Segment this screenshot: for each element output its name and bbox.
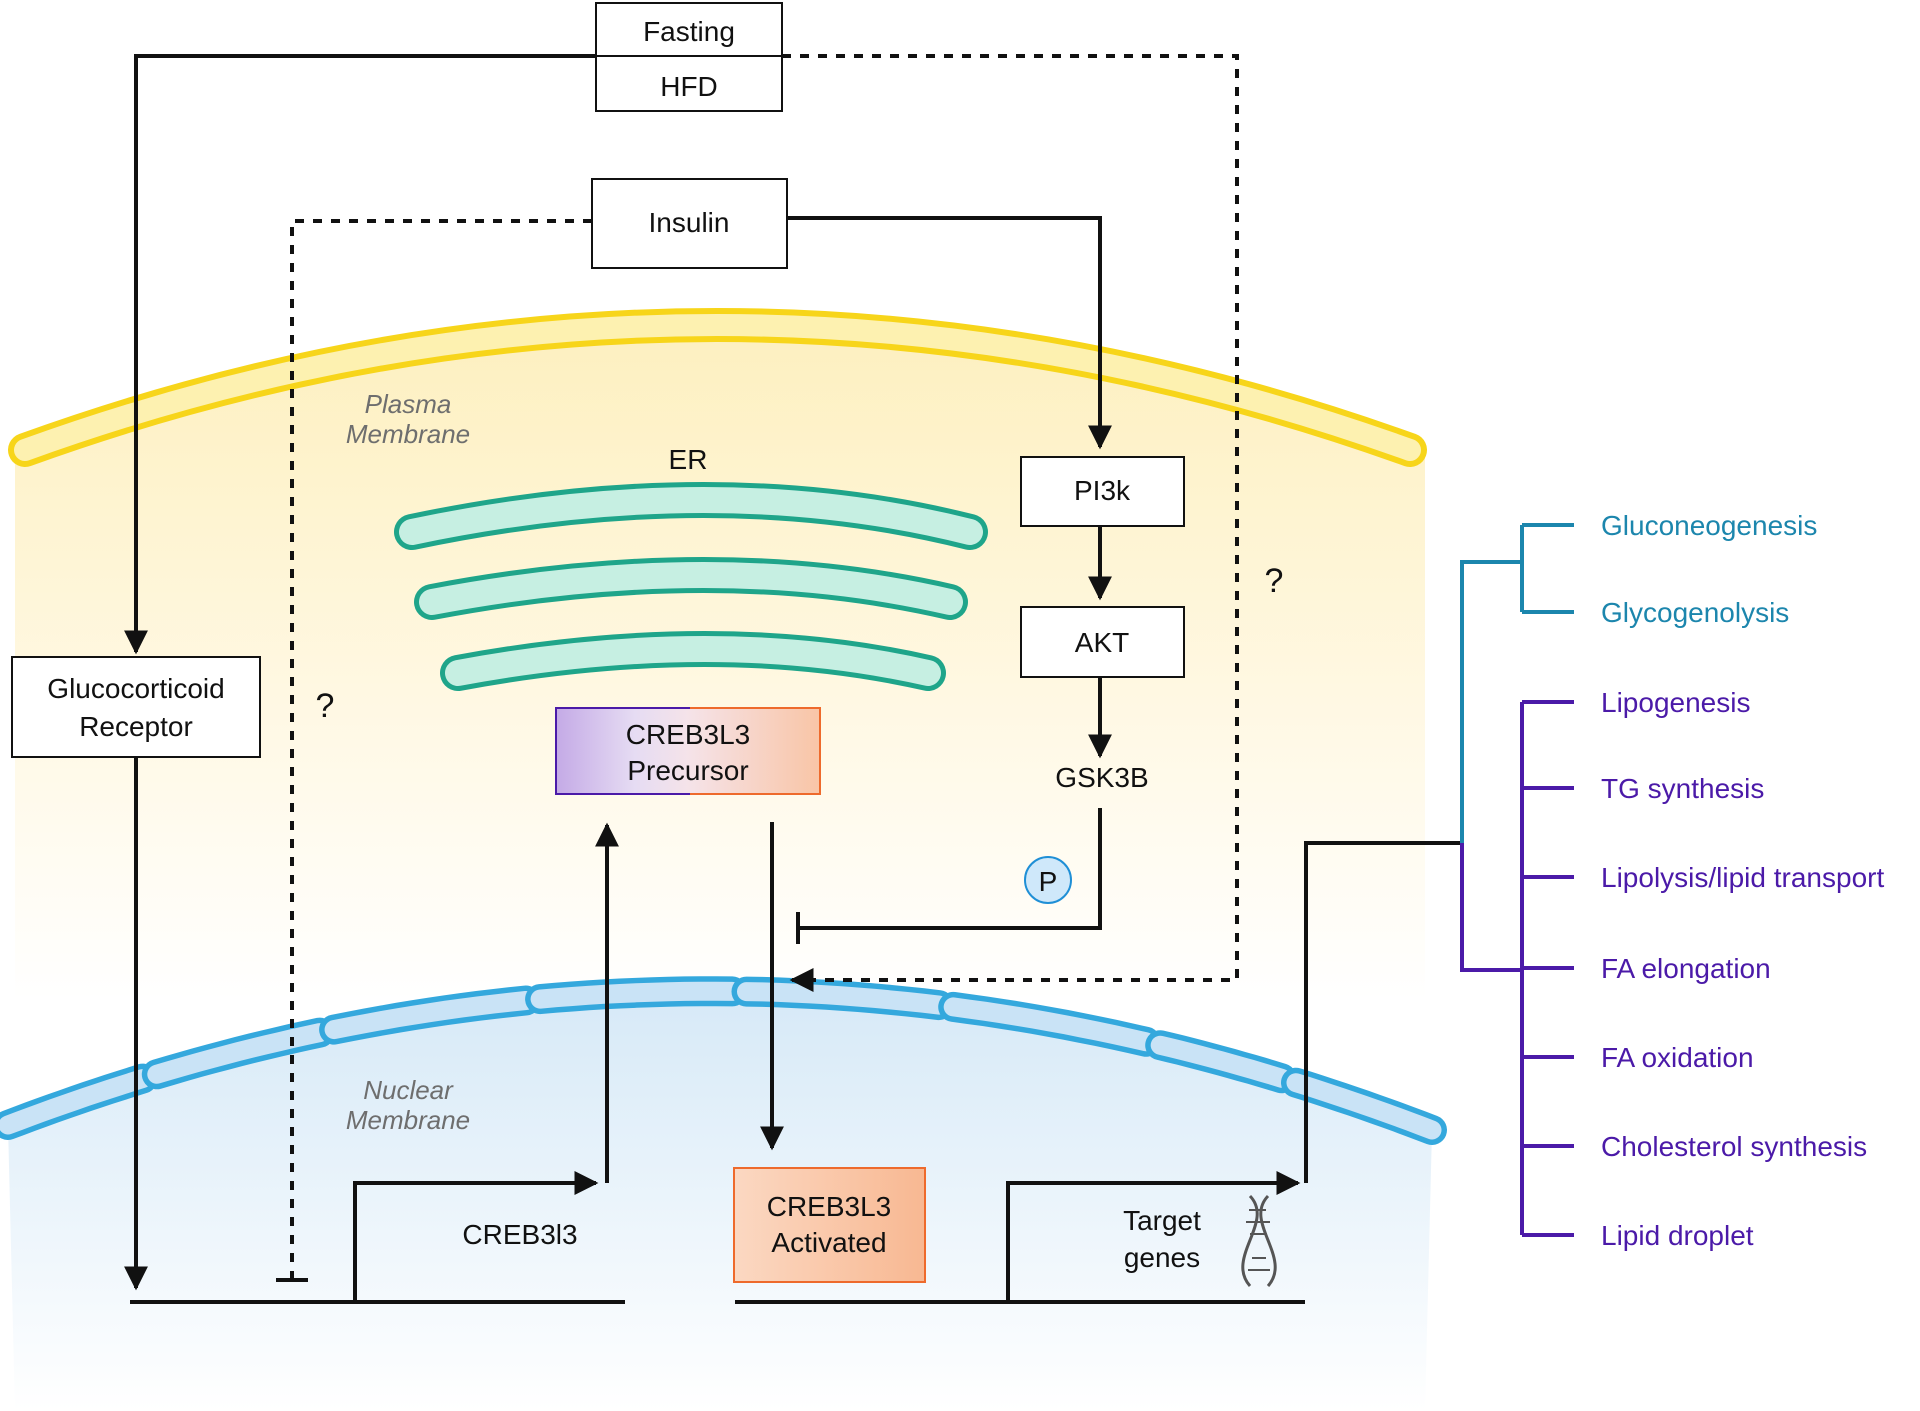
er-label: ER bbox=[669, 444, 708, 475]
plasma-membrane-inner bbox=[14, 314, 1421, 461]
creb3l3-activated-box: CREB3L3 Activated bbox=[733, 1167, 926, 1283]
nuclear-membrane-label-1: Nuclear bbox=[363, 1075, 454, 1105]
hfd-label: HFD bbox=[660, 71, 718, 102]
pi3k-box: PI3k bbox=[1020, 456, 1185, 527]
creb3l3-promoter-arrow bbox=[353, 1171, 599, 1302]
fasting-label: Fasting bbox=[643, 16, 735, 47]
nuclear-membrane-segment-fill bbox=[530, 981, 742, 1009]
insulin-question-mark: ? bbox=[316, 687, 335, 725]
lipid-outcome-label: TG synthesis bbox=[1601, 773, 1764, 804]
glucose-outcome-label: Glycogenolysis bbox=[1601, 597, 1789, 628]
phosphorylation-icon bbox=[1024, 856, 1072, 904]
phosphorylation-label: P bbox=[1039, 866, 1058, 897]
nuclear-membrane bbox=[0, 976, 1447, 1145]
glucose-outcome-label: Gluconeogenesis bbox=[1601, 510, 1817, 541]
activated-label-1: CREB3L3 bbox=[767, 1191, 892, 1222]
lipid-outcome-label: FA oxidation bbox=[1601, 1042, 1754, 1073]
nuclear-membrane-segment-fill bbox=[324, 991, 536, 1040]
gr-label-1: Glucocorticoid bbox=[47, 673, 224, 704]
lipid-outcome-label: Cholesterol synthesis bbox=[1601, 1131, 1867, 1162]
target-genes-label-1: Target bbox=[1123, 1205, 1201, 1236]
plasma-membrane-label-1: Plasma bbox=[365, 389, 452, 419]
target-to-outcomes-line bbox=[1304, 841, 1462, 1183]
akt-label: AKT bbox=[1075, 627, 1129, 658]
nuclear-membrane-segment-fill bbox=[1150, 1035, 1292, 1088]
nuclear-membrane-segment-fill bbox=[943, 997, 1156, 1052]
activated-label-2: Activated bbox=[771, 1227, 886, 1258]
precursor-label-1: CREB3L3 bbox=[626, 719, 751, 750]
nuclear-membrane-segment-fill bbox=[0, 1069, 153, 1135]
hfd-question-mark: ? bbox=[1265, 562, 1284, 600]
lipid-outcome-label: Lipogenesis bbox=[1601, 687, 1750, 718]
dna-helix-icon bbox=[1241, 1194, 1277, 1287]
nucleus-region bbox=[8, 988, 1432, 1411]
pi3k-label: PI3k bbox=[1074, 475, 1131, 506]
target-genes-label-2: genes bbox=[1124, 1242, 1200, 1273]
insulin-box: Insulin bbox=[591, 178, 788, 269]
precursor-label-2: Precursor bbox=[627, 755, 748, 786]
lipid-outcome-label: Lipid droplet bbox=[1601, 1220, 1754, 1251]
insulin-label: Insulin bbox=[649, 207, 730, 238]
fasting-hfd-box: Fasting HFD bbox=[595, 2, 783, 112]
gr-label-2: Receptor bbox=[79, 711, 193, 742]
plasma-membrane-label-2: Membrane bbox=[346, 419, 470, 449]
nuclear-membrane-label-2: Membrane bbox=[346, 1105, 470, 1135]
glucocorticoid-receptor-box: Glucocorticoid Receptor bbox=[11, 656, 261, 758]
creb3l3-precursor-box: CREB3L3 Precursor bbox=[555, 707, 821, 795]
lipid-outcome-label: FA elongation bbox=[1601, 953, 1771, 984]
lipid-outcome-label: Lipolysis/lipid transport bbox=[1601, 862, 1884, 893]
insulin-to-pi3k-arrow bbox=[787, 216, 1112, 450]
fasting-to-gr-arrow bbox=[124, 54, 596, 655]
akt-box: AKT bbox=[1020, 606, 1185, 678]
creb3l3-gene-label: CREB3l3 bbox=[462, 1219, 577, 1250]
target-promoter-arrow bbox=[1006, 1171, 1301, 1302]
er-cisternae bbox=[394, 482, 988, 691]
gsk3b-label: GSK3B bbox=[1055, 762, 1148, 793]
lipid-branch bbox=[1460, 700, 1574, 1237]
nuclear-membrane-segment-fill bbox=[1286, 1073, 1442, 1140]
nuclear-membrane-segment-fill bbox=[737, 982, 949, 1015]
gsk3b-inhibition-line bbox=[800, 808, 1102, 930]
glucose-branch bbox=[1460, 523, 1574, 843]
